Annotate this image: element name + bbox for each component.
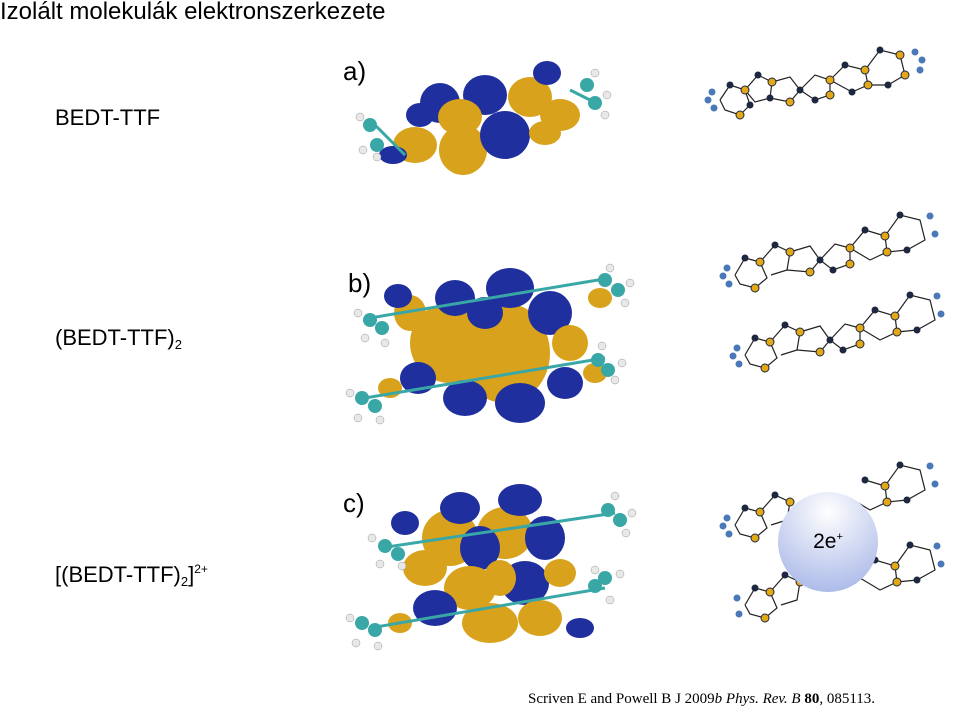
charge-label: 2e+ <box>778 530 878 554</box>
citation-journal: Phys. Rev. B <box>725 691 801 707</box>
panel-letter-a: a) <box>343 56 367 86</box>
label-bedt-ttf: BEDT-TTF <box>55 105 160 131</box>
charge-sup: + <box>836 531 843 543</box>
structure-diagram-b <box>719 211 945 373</box>
label-dication-superscript: 2+ <box>194 562 208 576</box>
citation-pages: , 085113. <box>819 691 876 707</box>
orbital-lobes-c <box>388 484 594 643</box>
citation-year-suffix: b <box>714 691 723 707</box>
panel-letter-c: c) <box>343 488 365 518</box>
label-dimer-subscript: 2 <box>174 337 182 352</box>
citation: Scriven E and Powell B J 2009b Phys. Rev… <box>528 691 875 708</box>
structure-diagram-c <box>719 461 945 623</box>
charge-bubble: 2e+ <box>778 492 878 592</box>
charge-text: 2e <box>813 530 837 553</box>
label-dimer: (BEDT-TTF)2 <box>55 325 182 352</box>
orbital-lobes-b <box>378 268 612 423</box>
orbital-image-a <box>355 61 612 175</box>
label-dimer-text: (BEDT-TTF) <box>55 325 175 350</box>
slide-title: Izolált molekulák elektronszerkezete <box>0 0 386 25</box>
label-dication: [(BEDT-TTF)2]2+ <box>55 562 208 589</box>
label-bedt-ttf-text: BEDT-TTF <box>55 105 161 130</box>
orbital-lobes-a <box>379 61 580 175</box>
panel-letter-b: b) <box>348 268 372 298</box>
orbital-image-c <box>345 484 637 651</box>
label-dication-text: [(BEDT-TTF) <box>55 562 181 587</box>
structure-diagram-a <box>704 46 926 120</box>
citation-authors: Scriven E and Powell B J 2009 <box>528 691 715 707</box>
label-dication-subscript: 2 <box>180 574 189 589</box>
citation-volume: 80 <box>804 691 820 707</box>
label-dication-bracket: ] <box>188 562 195 587</box>
orbital-image-b <box>345 263 635 425</box>
